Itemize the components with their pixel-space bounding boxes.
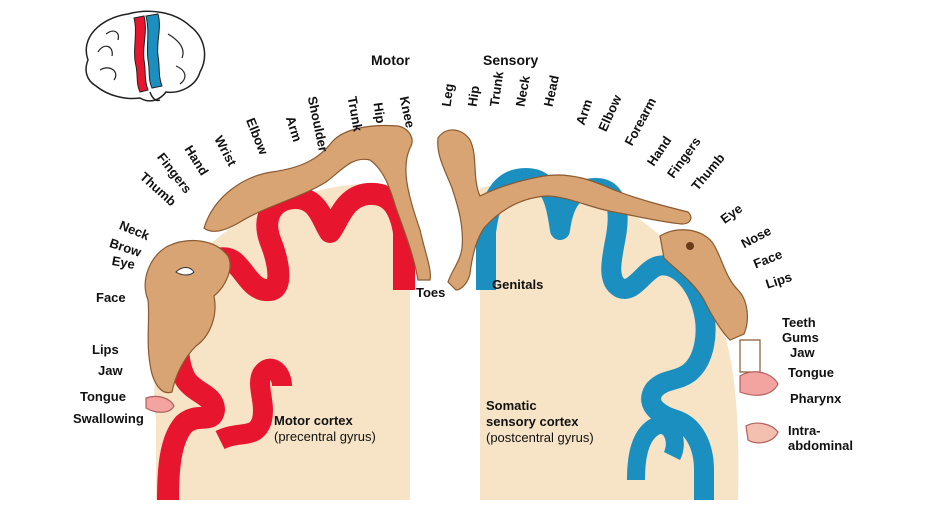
label-tongue-motor: Tongue (80, 389, 126, 404)
motor-face-eye-icon (175, 267, 195, 276)
label-jaw-sensory: Jaw (790, 345, 815, 360)
label-abdominal: abdominal (788, 438, 854, 453)
label-intra: Intra- (788, 423, 821, 438)
label-gums: Gums (782, 330, 819, 345)
motor-cortex-lower-fold (215, 358, 292, 450)
sensory-cortex-subtitle: (postcentral gyrus) (486, 430, 594, 445)
label-tongue-sensory: Tongue (788, 365, 834, 380)
sensory-face-eye-icon (686, 242, 694, 250)
sensory-header: Sensory (483, 52, 539, 68)
motor-cortex-subtitle: (precentral gyrus) (274, 429, 376, 444)
label-jaw-motor: Jaw (98, 363, 123, 378)
sensory-homunculus (437, 129, 779, 444)
label-toes: Toes (416, 285, 446, 300)
sensory-cortex-caption: Somatic sensory cortex (postcentral gyru… (486, 398, 594, 446)
motor-homunculus (144, 124, 431, 413)
label-pharynx: Pharynx (790, 391, 842, 406)
label-lips-motor: Lips (92, 342, 119, 357)
sensory-cortex-title-2: sensory cortex (486, 414, 579, 429)
sensory-cortex-title-1: Somatic (486, 398, 537, 413)
label-hip-motor: Hip (370, 101, 389, 125)
motor-cortex-band (157, 182, 415, 501)
motor-header: Motor (371, 52, 410, 68)
label-teeth: Teeth (782, 315, 816, 330)
sensory-cortex-lower-fold (627, 416, 684, 481)
label-face-motor: Face (96, 290, 126, 305)
label-hip-sensory: Hip (464, 84, 483, 108)
motor-cortex-caption: Motor cortex (precentral gyrus) (274, 413, 376, 445)
label-swallowing: Swallowing (73, 411, 144, 426)
sensory-cortex-band (476, 168, 716, 500)
brain-icon (85, 10, 206, 102)
label-genitals: Genitals (492, 277, 544, 292)
label-leg: Leg (438, 82, 457, 108)
motor-cortex-title: Motor cortex (274, 413, 353, 428)
label-eye-motor: Eye (110, 253, 137, 272)
